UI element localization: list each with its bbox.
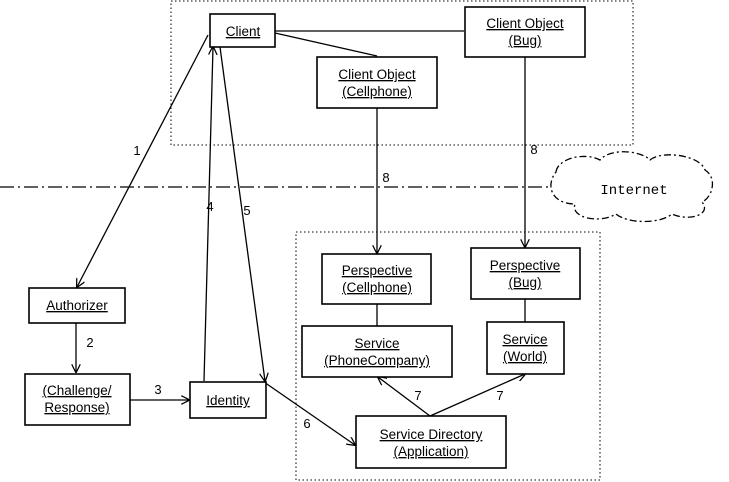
edge-1-client-to-authorizer (77, 34, 209, 287)
edge-label-5: 5 (243, 203, 250, 218)
internet-label: Internet (600, 183, 667, 199)
edge-7a-directory-to-service-phonecompany (378, 377, 431, 417)
svg-text:Identity: Identity (206, 393, 250, 408)
svg-text:Service: Service (354, 336, 399, 351)
node-client-object-cellphone: Client Object (Cellphone) (316, 56, 438, 109)
edge-label-2: 2 (86, 335, 93, 350)
edge-label-7a: 7 (414, 388, 421, 403)
edge-label-4: 4 (206, 199, 213, 214)
node-service-directory: Service Directory (Application) (355, 415, 507, 469)
node-client-object-bug: Client Object (Bug) (464, 6, 586, 58)
edge-7b-directory-to-service-world (429, 374, 525, 417)
edge-4-identity-to-client (203, 47, 213, 382)
edge-label-1: 1 (133, 143, 140, 158)
edge-label-7b: 7 (496, 388, 503, 403)
node-authorizer: Authorizer (28, 287, 126, 324)
node-service-phonecompany: Service (PhoneCompany) (301, 325, 453, 378)
edge-6-identity-to-service-directory (263, 381, 355, 445)
svg-text:(Bug): (Bug) (508, 33, 541, 48)
node-perspective-cellphone: Perspective (Cellphone) (321, 253, 432, 305)
node-perspective-bug: Perspective (Bug) (470, 247, 581, 300)
svg-text:Service: Service (502, 332, 547, 347)
edge-label-6: 6 (303, 416, 310, 431)
node-challenge-response: (Challenge/ Response) (24, 373, 131, 426)
svg-text:Client Object: Client Object (338, 67, 416, 82)
svg-text:Perspective: Perspective (490, 258, 561, 273)
node-client: Client (209, 13, 276, 48)
svg-text:(Cellphone): (Cellphone) (342, 280, 412, 295)
svg-text:Client Object: Client Object (486, 16, 564, 31)
svg-text:(PhoneCompany): (PhoneCompany) (324, 353, 430, 368)
node-service-world: Service (World) (486, 321, 565, 375)
edge-5-client-to-identity (219, 46, 265, 381)
internet-cloud (550, 151, 714, 223)
edge-label-8b: 8 (530, 142, 537, 157)
svg-text:(Challenge/: (Challenge/ (42, 383, 111, 398)
svg-text:(Cellphone): (Cellphone) (342, 84, 412, 99)
svg-text:(World): (World) (503, 349, 547, 364)
edge-label-8a: 8 (382, 170, 389, 185)
svg-text:Service Directory: Service Directory (380, 427, 483, 442)
svg-text:Client: Client (226, 24, 261, 39)
svg-text:Response): Response) (44, 400, 109, 415)
node-identity: Identity (189, 381, 267, 419)
svg-text:(Bug): (Bug) (508, 275, 541, 290)
client-side-region (170, 0, 634, 146)
server-side-region (295, 231, 601, 481)
svg-text:(Application): (Application) (393, 444, 468, 459)
svg-text:Authorizer: Authorizer (46, 298, 108, 313)
svg-text:Perspective: Perspective (342, 263, 413, 278)
edge-label-3: 3 (154, 382, 161, 397)
edge-client-to-client-object-cellphone (274, 32, 378, 57)
